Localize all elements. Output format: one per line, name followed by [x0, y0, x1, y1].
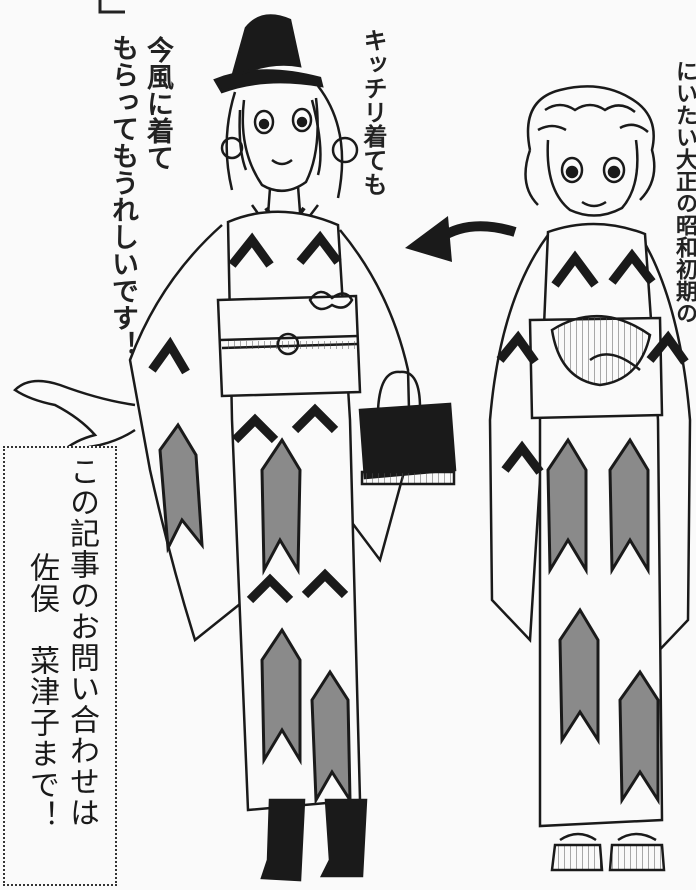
- handwritten-note-taishou: にいたい大正の昭和初期の: [672, 60, 696, 324]
- fedora-brim: [213, 69, 324, 94]
- handwritten-note-kicchiri: キッチリ着ても: [359, 28, 387, 196]
- inquiry-note-line1: この記事のお問い合わせは: [64, 456, 99, 828]
- handwritten-note-imafuu: 今風に着て: [142, 36, 173, 171]
- handwritten-note-ureshii: もらってもうれしいです！: [107, 34, 138, 358]
- corner-mark: [98, 0, 125, 14]
- inquiry-note-line2: 佐俣 菜津子まで！: [24, 552, 59, 831]
- retro-kimono-girl: [488, 85, 692, 872]
- left-arrow-icon: [405, 216, 517, 262]
- fedora-crown: [230, 14, 302, 81]
- modern-kimono-woman: [13, 14, 457, 882]
- inquiry-note-box: [3, 446, 117, 886]
